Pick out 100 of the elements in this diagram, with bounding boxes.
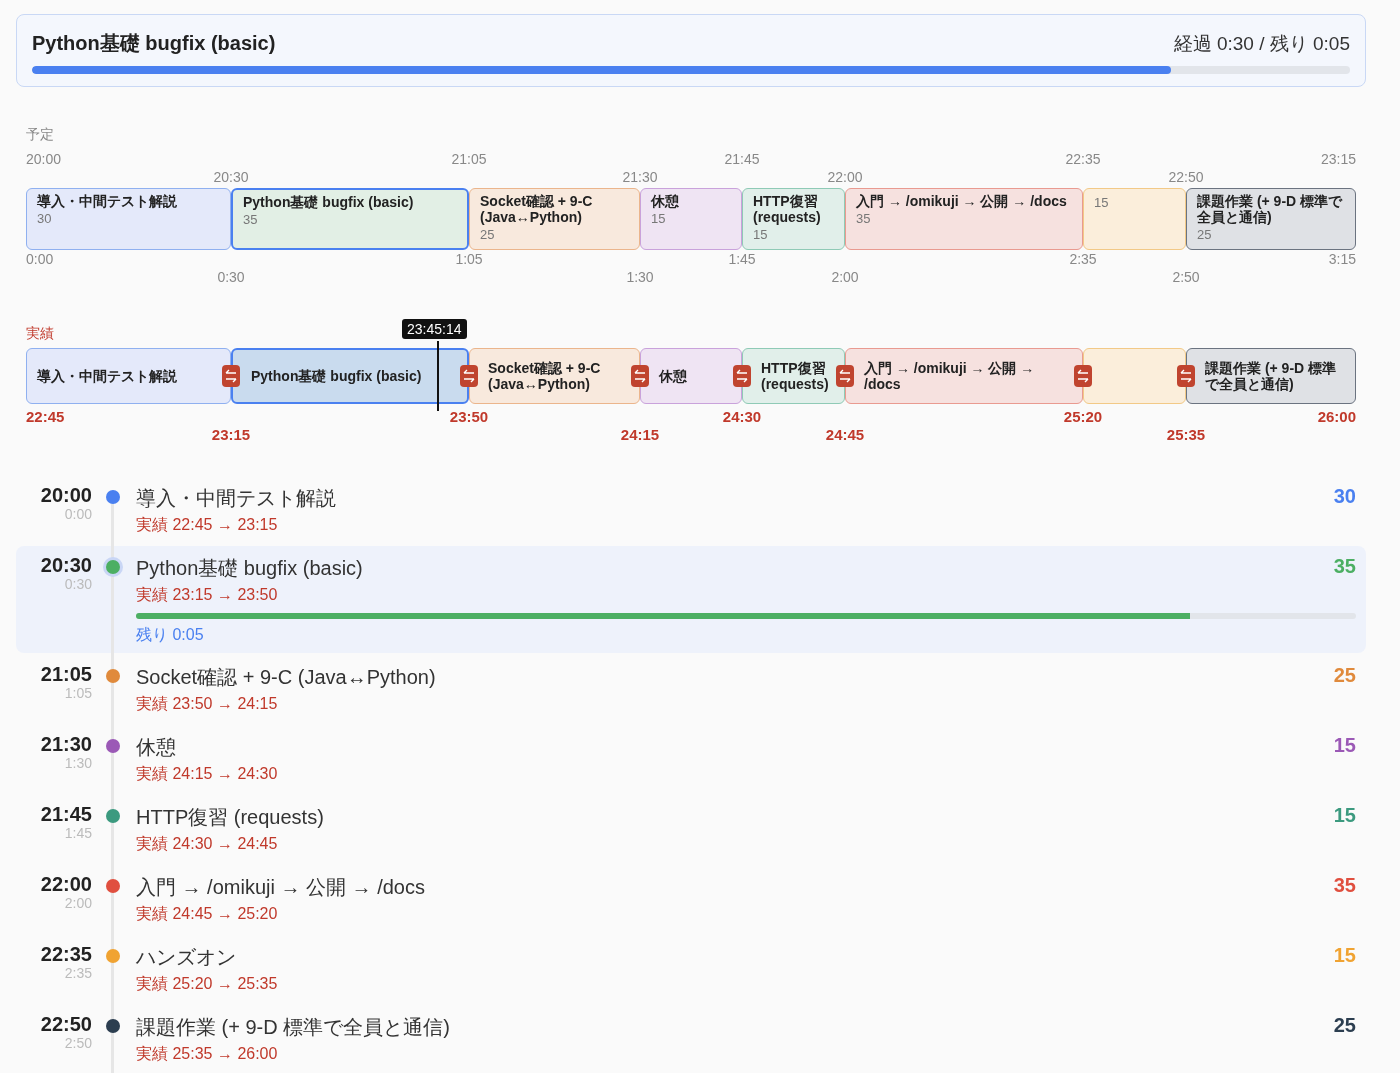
time-tick: 20:30 bbox=[213, 169, 249, 185]
elapsed-tick: 1:05 bbox=[455, 251, 483, 267]
actual-block bbox=[231, 348, 469, 404]
task-title: Python基礎 bugfix (basic) bbox=[136, 556, 363, 581]
task-title: Python基礎 bugfix (basic) bbox=[243, 194, 415, 210]
time-tick: 23:15 bbox=[1320, 151, 1356, 167]
duration-text: 15 bbox=[1333, 734, 1356, 757]
plan-block bbox=[231, 188, 469, 250]
header-title: Python基礎 bugfix (basic) bbox=[32, 31, 276, 56]
elapsed-time: 1:45 bbox=[64, 825, 92, 841]
duration-text: 25 bbox=[1333, 1014, 1356, 1037]
task-title: HTTP復習 (requests) bbox=[761, 360, 830, 392]
elapsed-tick: 3:15 bbox=[1328, 251, 1356, 267]
elapsed-time: 1:30 bbox=[64, 755, 92, 771]
actual-time-text: 実績 22:45 → 23:15 bbox=[136, 515, 278, 535]
elapsed-time: 0:00 bbox=[64, 506, 92, 522]
task-title: ハンズオン bbox=[136, 945, 236, 970]
plan-block bbox=[26, 188, 231, 250]
task-title: Python基礎 bugfix (basic) bbox=[251, 368, 422, 384]
duration-text: 15 bbox=[1094, 195, 1109, 210]
actual-time-text: 実績 23:50 → 24:15 bbox=[136, 694, 278, 714]
actual-block bbox=[1083, 348, 1186, 404]
task-title: 入門 → /omikuji → 公開 → /docs bbox=[864, 360, 1036, 392]
task-title: 導入・中間テスト解説 bbox=[136, 486, 336, 511]
elapsed-time: 2:00 bbox=[64, 895, 92, 911]
time-tick: 21:45 bbox=[724, 151, 760, 167]
plan-block bbox=[640, 188, 742, 250]
task-title: 導入・中間テスト解説 bbox=[37, 368, 177, 384]
duration-text: 30 bbox=[1333, 485, 1356, 508]
elapsed-tick: 2:00 bbox=[831, 269, 859, 285]
start-time: 22:00 bbox=[40, 873, 92, 896]
actual-time-tick: 26:00 bbox=[1317, 408, 1356, 425]
task-title: 導入・中間テスト解説 bbox=[37, 193, 178, 209]
start-time: 22:35 bbox=[40, 943, 92, 966]
actual-time-tick: 23:15 bbox=[211, 426, 251, 443]
start-time: 22:50 bbox=[40, 1013, 92, 1036]
start-time: 21:05 bbox=[40, 663, 92, 686]
elapsed-tick: 1:30 bbox=[626, 269, 654, 285]
task-title: Socket確認 + 9-C (Java↔Python) bbox=[136, 665, 436, 690]
duration-text: 30 bbox=[37, 211, 52, 226]
duration-text: 25 bbox=[1333, 664, 1356, 687]
elapsed-time: 2:35 bbox=[64, 965, 92, 981]
actual-block bbox=[742, 348, 845, 404]
actual-time-text: 実績 25:35 → 26:00 bbox=[136, 1044, 278, 1064]
actual-time-tick: 23:50 bbox=[449, 408, 489, 425]
actual-block bbox=[640, 348, 742, 404]
start-time: 21:45 bbox=[40, 803, 92, 826]
actual-time-tick: 24:45 bbox=[825, 426, 865, 443]
actual-block bbox=[845, 348, 1083, 404]
elapsed-tick: 1:45 bbox=[728, 251, 756, 267]
duration-text: 35 bbox=[1333, 874, 1356, 897]
elapsed-tick: 0:00 bbox=[26, 251, 54, 267]
duration-text: 15 bbox=[753, 227, 768, 242]
actual-time-tick: 25:35 bbox=[1166, 426, 1206, 443]
actual-block bbox=[26, 348, 231, 404]
task-title: HTTP復習 (requests) bbox=[753, 193, 822, 225]
duration-text: 15 bbox=[1333, 804, 1356, 827]
section-label: 実績 bbox=[26, 325, 54, 343]
task-title: 入門 → /omikuji → 公開 → /docs bbox=[136, 875, 425, 900]
duration-text: 25 bbox=[1197, 227, 1212, 242]
plan-block bbox=[1083, 188, 1186, 250]
start-time: 21:30 bbox=[40, 733, 92, 756]
duration-text: 35 bbox=[1333, 555, 1356, 578]
task-title: 課題作業 (+ 9-D 標準で全員と通信) bbox=[1197, 193, 1344, 225]
start-time: 20:30 bbox=[40, 554, 92, 577]
start-time: 20:00 bbox=[40, 484, 92, 507]
time-tick: 22:50 bbox=[1168, 169, 1204, 185]
task-title: Socket確認 + 9-C (Java↔Python) bbox=[488, 360, 602, 392]
task-title: 課題作業 (+ 9-D 標準で全員と通信) bbox=[136, 1015, 450, 1040]
actual-time-tick: 22:45 bbox=[26, 408, 65, 425]
time-tick: 22:35 bbox=[1065, 151, 1101, 167]
task-title: 入門 → /omikuji → 公開 → /docs bbox=[856, 193, 1068, 209]
actual-time-text: 実績 24:45 → 25:20 bbox=[136, 904, 278, 924]
actual-time-tick: 24:15 bbox=[620, 426, 660, 443]
task-title: 休憩 bbox=[651, 193, 680, 209]
task-title: 休憩 bbox=[136, 735, 176, 760]
plan-block bbox=[469, 188, 640, 250]
actual-time-text: 実績 24:15 → 24:30 bbox=[136, 764, 278, 784]
elapsed-tick: 0:30 bbox=[217, 269, 245, 285]
actual-block bbox=[1186, 348, 1356, 404]
duration-text: 15 bbox=[1333, 944, 1356, 967]
elapsed-text: 経過 0:30 / 残り 0:05 bbox=[1173, 32, 1350, 56]
duration-text: 15 bbox=[651, 211, 666, 226]
actual-time-text: 実績 24:30 → 24:45 bbox=[136, 834, 278, 854]
actual-time-tick: 25:20 bbox=[1063, 408, 1103, 425]
elapsed-time: 0:30 bbox=[64, 576, 92, 592]
actual-time-tick: 24:30 bbox=[722, 408, 762, 425]
current-row-card bbox=[16, 546, 1366, 653]
task-title: Socket確認 + 9-C (Java↔Python) bbox=[480, 193, 594, 225]
remaining-text: 残り 0:05 bbox=[136, 625, 204, 645]
duration-text: 25 bbox=[480, 227, 495, 242]
time-tick: 21:05 bbox=[451, 151, 487, 167]
plan-block bbox=[1186, 188, 1356, 250]
duration-text: 35 bbox=[243, 212, 258, 227]
time-tick: 22:00 bbox=[827, 169, 863, 185]
duration-text: 35 bbox=[856, 211, 871, 226]
section-label: 予定 bbox=[26, 126, 54, 144]
elapsed-tick: 2:35 bbox=[1069, 251, 1097, 267]
task-title: 課題作業 (+ 9-D 標準で全員と通信) bbox=[1205, 360, 1338, 392]
plan-block bbox=[845, 188, 1083, 250]
